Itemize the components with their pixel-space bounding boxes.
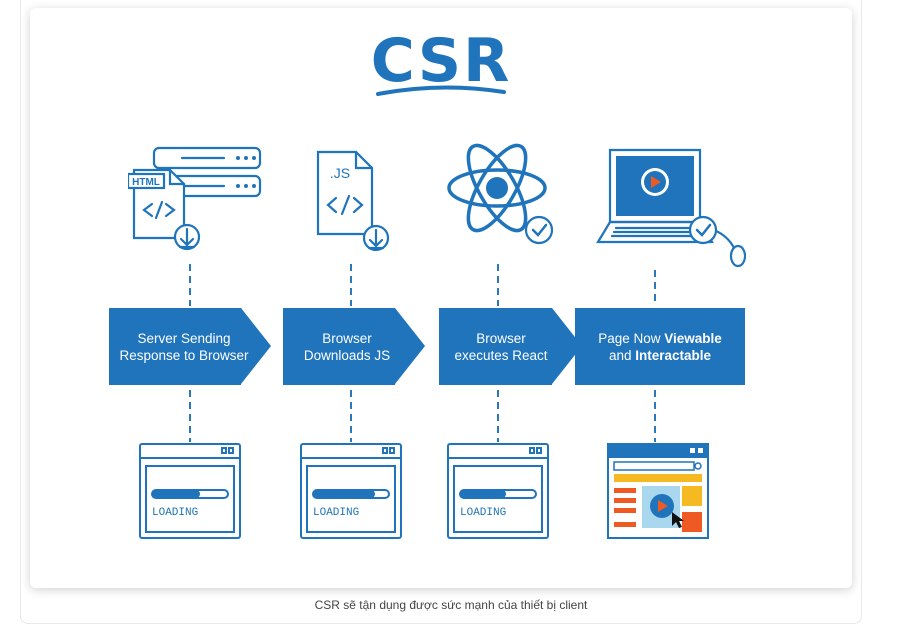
loading-label-1: LOADING	[152, 507, 198, 519]
html-file-label: HTML	[132, 177, 160, 188]
diagram-title: CSR	[370, 26, 512, 96]
connector-bottom-2	[350, 390, 352, 442]
js-file-label: .JS	[330, 165, 350, 181]
figure-caption: CSR sẽ tận dụng được sức mạnh của thiết …	[314, 598, 588, 612]
step-4-line-1a: Page Now	[598, 330, 665, 346]
step-2-line-2: Downloads JS	[303, 347, 391, 363]
connector-bottom-4	[654, 390, 656, 442]
loading-window-icon-2: LOADING	[300, 443, 402, 539]
loading-label-2: LOADING	[313, 507, 359, 519]
react-atom-icon	[447, 143, 554, 245]
laptop-video-icon	[596, 148, 746, 268]
step-4-line-1b: Viewable	[664, 330, 722, 346]
step-server-sending: Server Sending Response to Browser	[109, 308, 271, 385]
rendered-page-icon	[607, 443, 709, 539]
html-server-icon: HTML	[128, 146, 262, 251]
step-3-line-2: executes React	[454, 347, 548, 363]
title-underline	[376, 85, 506, 96]
connector-top-2	[350, 264, 352, 306]
connector-top-3	[497, 264, 499, 306]
step-2-line-1: Browser	[322, 330, 372, 346]
step-4-line-2b: Interactable	[635, 347, 712, 363]
loading-label-3: LOADING	[460, 507, 506, 519]
loading-window-icon-3: LOADING	[447, 443, 549, 539]
step-browser-executes-react: Browser executes React	[439, 308, 582, 385]
connector-bottom-1	[189, 390, 191, 442]
step-3-line-1: Browser	[476, 330, 526, 346]
loading-window-icon-1: LOADING	[139, 443, 241, 539]
connector-top-1	[189, 264, 191, 306]
step-4-line-2a: and	[608, 347, 636, 363]
step-1-line-1: Server Sending	[137, 330, 231, 346]
figure-frame	[20, 0, 862, 624]
step-1-line-2: Response to Browser	[119, 347, 249, 363]
step-browser-downloads-js: Browser Downloads JS	[283, 308, 425, 385]
js-file-icon: .JS	[316, 150, 389, 252]
diagram-card: CSR HTML .JS	[30, 8, 852, 588]
connector-bottom-3	[497, 390, 499, 442]
step-page-viewable: Page Now Viewable and Interactable	[575, 308, 745, 385]
connector-top-4	[654, 270, 656, 306]
